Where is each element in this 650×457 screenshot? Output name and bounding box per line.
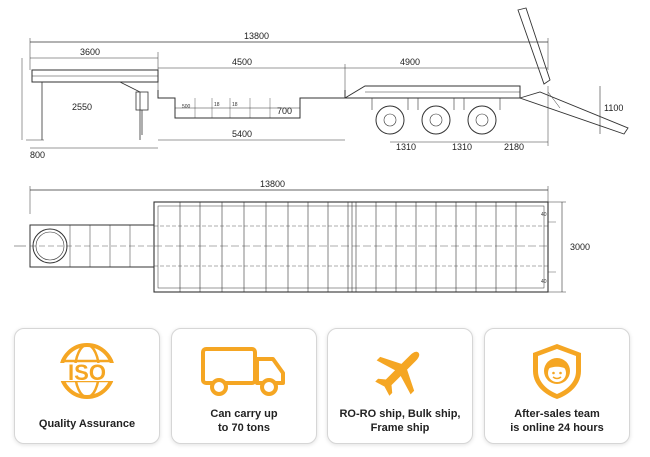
top-dim-overall-length: 13800 <box>260 179 285 189</box>
feature-label-support: After-sales team is online 24 hours <box>510 408 604 434</box>
feature-label-shipping: RO-RO ship, Bulk ship, Frame ship <box>339 408 461 434</box>
dim-small-b: 18 <box>214 102 220 108</box>
dim-overall-length: 13800 <box>244 31 269 41</box>
dim-rear-overhang: 2180 <box>504 142 524 152</box>
airplane-icon <box>328 341 472 401</box>
feature-card-quality: ISO Quality Assurance <box>14 328 160 444</box>
feature-label-capacity: Can carry up to 70 tons <box>210 408 278 434</box>
top-dim-width: 3000 <box>570 242 590 252</box>
dim-axle-spacing-2: 1310 <box>452 142 472 152</box>
dim-ramp-height: 1100 <box>604 103 623 113</box>
dim-rear-deck: 4900 <box>400 57 420 67</box>
dim-well-length: 5400 <box>232 129 252 139</box>
iso-icon-text: ISO <box>68 360 106 385</box>
feature-card-shipping: RO-RO ship, Bulk ship, Frame ship <box>327 328 473 444</box>
dim-well-depth: 700 <box>277 106 292 116</box>
top-dim-small-a: 40 <box>541 212 547 218</box>
iso-icon: ISO <box>15 341 159 401</box>
feature-card-capacity: Can carry up to 70 tons <box>171 328 317 444</box>
dim-gooseneck: 3600 <box>80 47 100 57</box>
top-dim-small-b: 40 <box>541 279 547 285</box>
dim-height-gooseneck: 2550 <box>72 102 92 112</box>
feature-card-support: After-sales team is online 24 hours <box>484 328 630 444</box>
dim-axle-spacing-1: 1310 <box>396 142 416 152</box>
dim-small-c: 18 <box>232 102 238 108</box>
support-agent-icon <box>485 341 629 401</box>
feature-cards: ISO Quality Assurance Can carry up to 70… <box>0 328 650 448</box>
dim-front-overhang: 800 <box>30 150 45 160</box>
truck-icon <box>172 341 316 401</box>
dim-small-a: 500 <box>182 104 191 110</box>
dim-deck-well: 4500 <box>232 57 252 67</box>
technical-drawing: 13800 3600 4500 4900 2550 500 18 18 700 … <box>14 7 629 293</box>
feature-label-quality: Quality Assurance <box>38 418 136 430</box>
